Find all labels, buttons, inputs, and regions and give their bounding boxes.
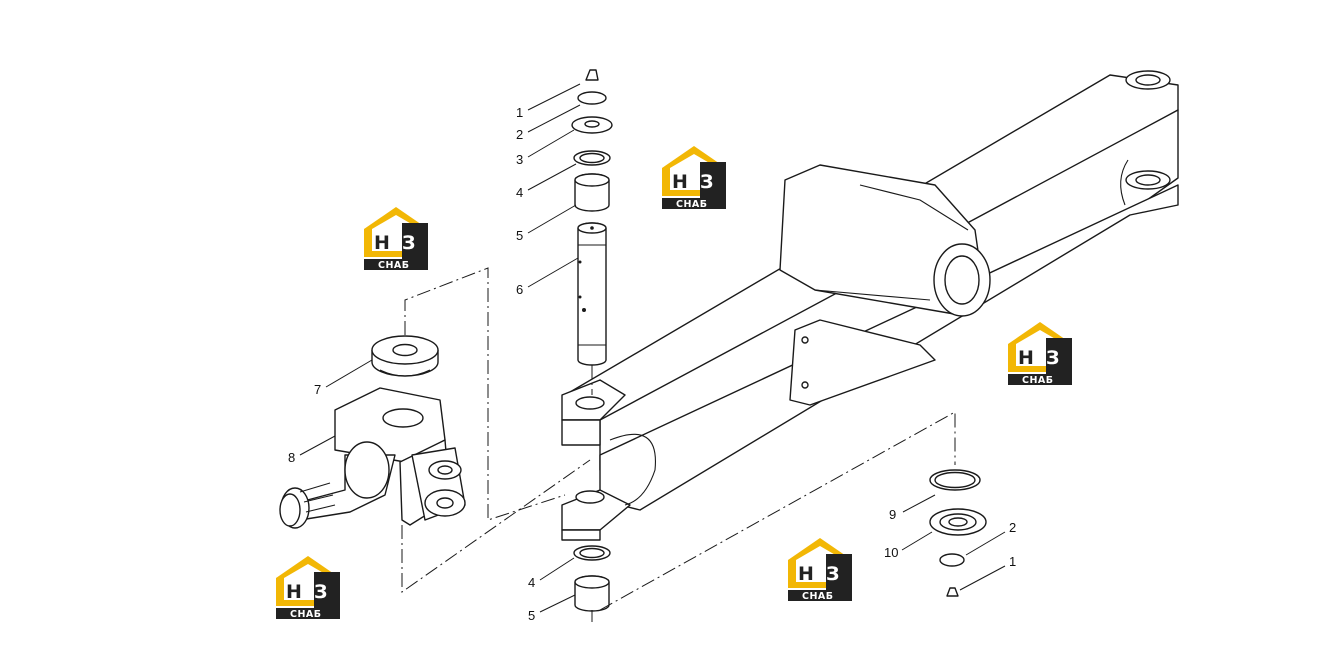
svg-text:З: З bbox=[826, 563, 840, 585]
callout-1-upper: 1 bbox=[516, 105, 523, 120]
callout-4-upper: 4 bbox=[516, 185, 523, 200]
steering-knuckle-assembly bbox=[279, 267, 591, 593]
callout-labels: 1 2 3 4 5 6 7 8 4 5 9 10 2 1 bbox=[288, 83, 1016, 623]
svg-text:Н: Н bbox=[798, 563, 814, 585]
grease-nipple-lower bbox=[946, 587, 959, 597]
kingpin-stack-upper bbox=[571, 69, 613, 395]
knuckle-body bbox=[279, 387, 466, 529]
svg-text:З: З bbox=[700, 171, 714, 193]
svg-text:Н: Н bbox=[1018, 347, 1034, 369]
svg-text:Н: Н bbox=[672, 171, 688, 193]
watermark-logo: Н З СНАБ bbox=[364, 207, 428, 271]
watermark-logo: Н З СНАБ bbox=[788, 538, 852, 602]
kingpin bbox=[577, 222, 607, 366]
svg-text:СНАБ: СНАБ bbox=[378, 260, 410, 271]
svg-text:Н: Н bbox=[374, 232, 390, 254]
kingpin-stack-right bbox=[929, 469, 987, 597]
callout-3-upper: 3 bbox=[516, 152, 523, 167]
callout-2-right: 2 bbox=[1009, 520, 1016, 535]
callout-9: 9 bbox=[889, 507, 896, 522]
kingpin-stack-lower bbox=[573, 411, 956, 622]
svg-text:З: З bbox=[402, 232, 416, 254]
watermark-logo: Н З СНАБ bbox=[662, 146, 726, 210]
callout-2-upper: 2 bbox=[516, 127, 523, 142]
callout-7: 7 bbox=[314, 382, 321, 397]
svg-text:СНАБ: СНАБ bbox=[802, 591, 834, 602]
grease-nipple-upper bbox=[585, 69, 599, 81]
watermark-logos: Н З СНАБ Н З СНАБ Н З СНАБ Н З СНАБ Н З … bbox=[276, 146, 1072, 620]
callout-8: 8 bbox=[288, 450, 295, 465]
svg-text:Н: Н bbox=[286, 581, 302, 603]
callout-6-upper: 6 bbox=[516, 282, 523, 297]
watermark-logo: Н З СНАБ bbox=[276, 556, 340, 620]
snap-ring-upper bbox=[577, 91, 607, 105]
callout-10: 10 bbox=[884, 545, 898, 560]
axle-beam bbox=[561, 70, 1179, 541]
svg-text:З: З bbox=[314, 581, 328, 603]
svg-text:СНАБ: СНАБ bbox=[676, 199, 708, 210]
svg-text:СНАБ: СНАБ bbox=[290, 609, 322, 620]
callout-5-lower: 5 bbox=[528, 608, 535, 623]
thrust-bearing bbox=[371, 335, 439, 377]
callout-5-upper: 5 bbox=[516, 228, 523, 243]
watermark-logo: Н З СНАБ bbox=[1008, 322, 1072, 386]
snap-ring-lower bbox=[939, 553, 965, 567]
svg-text:СНАБ: СНАБ bbox=[1022, 375, 1054, 386]
callout-4-lower: 4 bbox=[528, 575, 535, 590]
callout-1-right: 1 bbox=[1009, 554, 1016, 569]
svg-text:З: З bbox=[1046, 347, 1060, 369]
